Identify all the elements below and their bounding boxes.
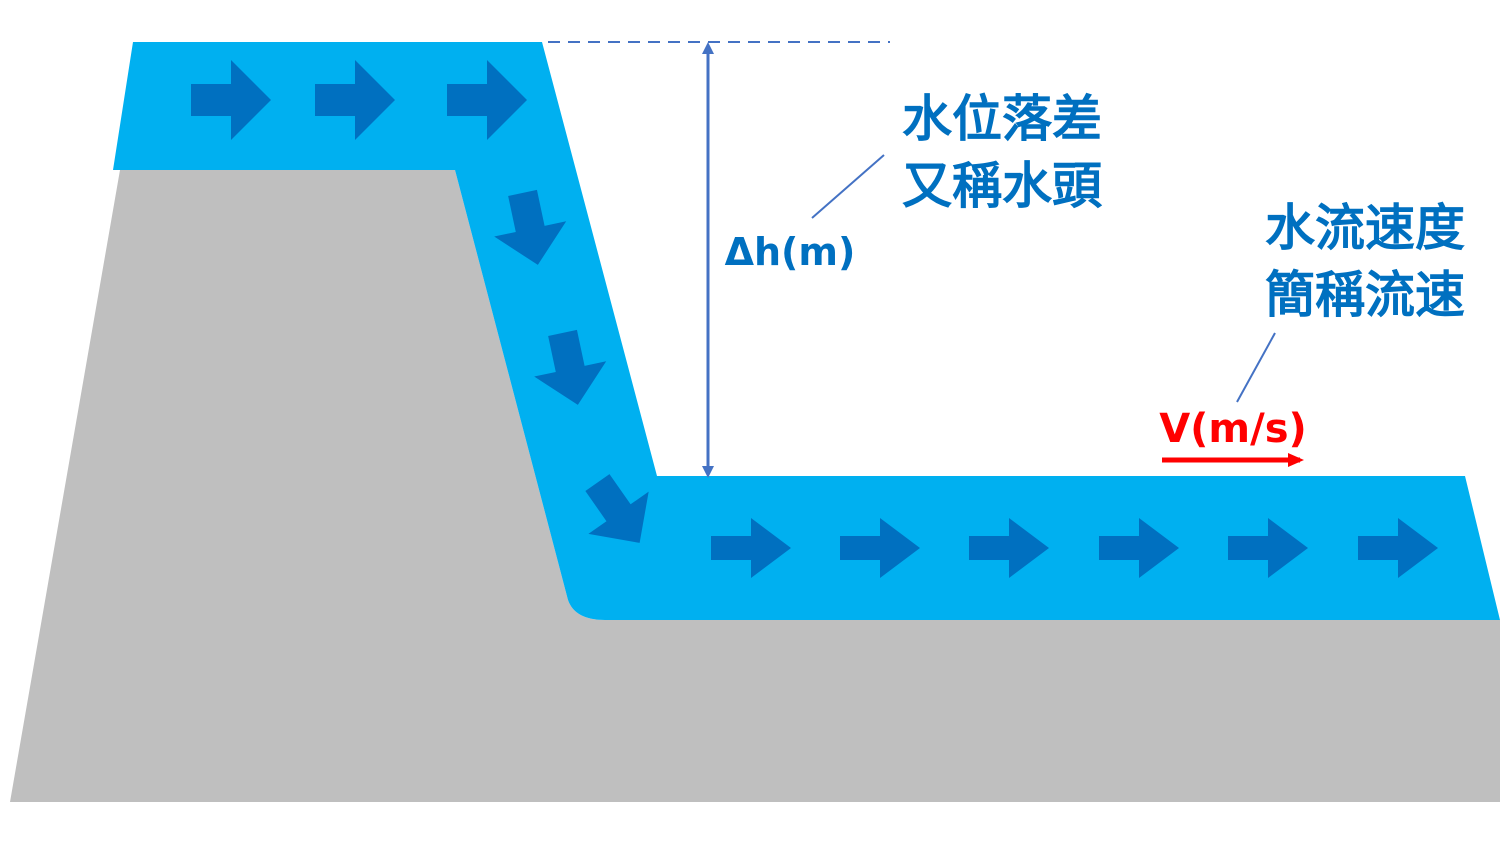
velocity-symbol: V(m/s) [1159, 406, 1307, 452]
head-label-line2: 又稱水頭 [902, 157, 1103, 215]
head-symbol: Δh(m) [725, 230, 856, 274]
velocity-label-line2: 簡稱流速 [1265, 266, 1465, 324]
velocity-leader-line [1236, 332, 1276, 403]
head-leader-line [811, 154, 885, 219]
ground-terrain [10, 170, 1500, 802]
velocity-label-line1: 水流速度 [1265, 199, 1465, 257]
head-label-line1: 水位落差 [902, 90, 1102, 148]
water-flow-channel [113, 42, 1500, 620]
